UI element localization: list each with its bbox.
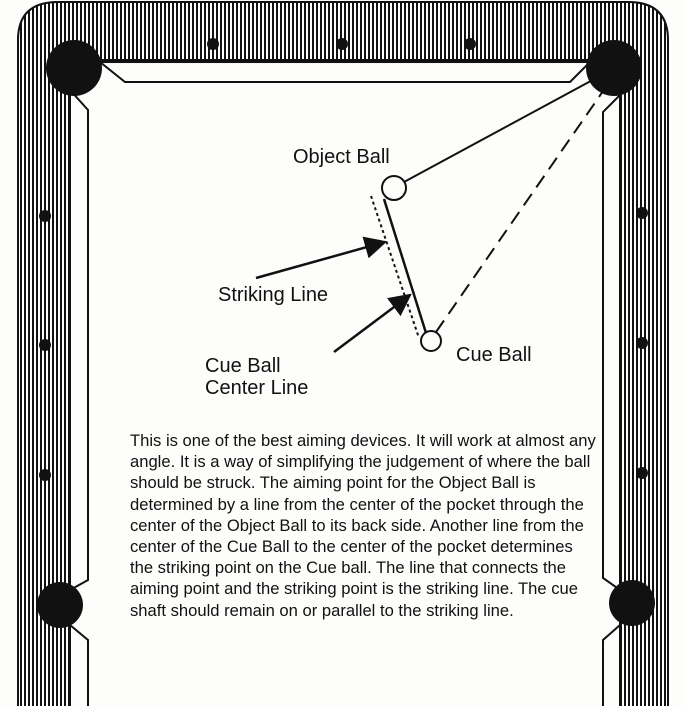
object-ball xyxy=(381,175,407,201)
diamond-marker xyxy=(39,469,51,481)
diamond-marker xyxy=(39,210,51,222)
pocket-top-right xyxy=(586,40,642,96)
top-cushion xyxy=(97,61,593,83)
left-cushion xyxy=(69,87,89,592)
cue-ball-to-pocket-dashed-line xyxy=(435,83,609,333)
diamond-marker xyxy=(464,38,476,50)
rail-diamonds xyxy=(39,38,648,481)
diamond-marker xyxy=(636,207,648,219)
striking-line xyxy=(382,198,428,334)
description-paragraph: This is one of the best aiming devices. … xyxy=(130,430,600,621)
object-ball-to-pocket-line xyxy=(403,75,601,183)
pocket-side-right xyxy=(609,580,655,626)
center-line-arrow xyxy=(333,293,412,353)
diamond-marker xyxy=(207,38,219,50)
diamond-marker xyxy=(39,339,51,351)
left-lower-cushion xyxy=(69,622,89,706)
striking-line-arrow xyxy=(255,236,388,280)
cue-ball-label: Cue Ball xyxy=(456,344,532,366)
object-ball-label: Object Ball xyxy=(293,146,390,168)
right-lower-cushion xyxy=(602,622,621,706)
diamond-marker xyxy=(636,337,648,349)
diamond-marker xyxy=(636,467,648,479)
pocket-top-left xyxy=(46,40,102,96)
cue-ball xyxy=(420,330,442,352)
striking-line-label: Striking Line xyxy=(218,284,329,306)
cue-ball-center-line-label-1: Cue Ball xyxy=(205,355,281,377)
cue-ball-center-line-label-2: Center Line xyxy=(205,377,309,399)
right-cushion xyxy=(602,92,621,592)
diamond-marker xyxy=(336,38,348,50)
pocket-side-left xyxy=(37,582,83,628)
cue-ball-center-line xyxy=(370,195,420,339)
